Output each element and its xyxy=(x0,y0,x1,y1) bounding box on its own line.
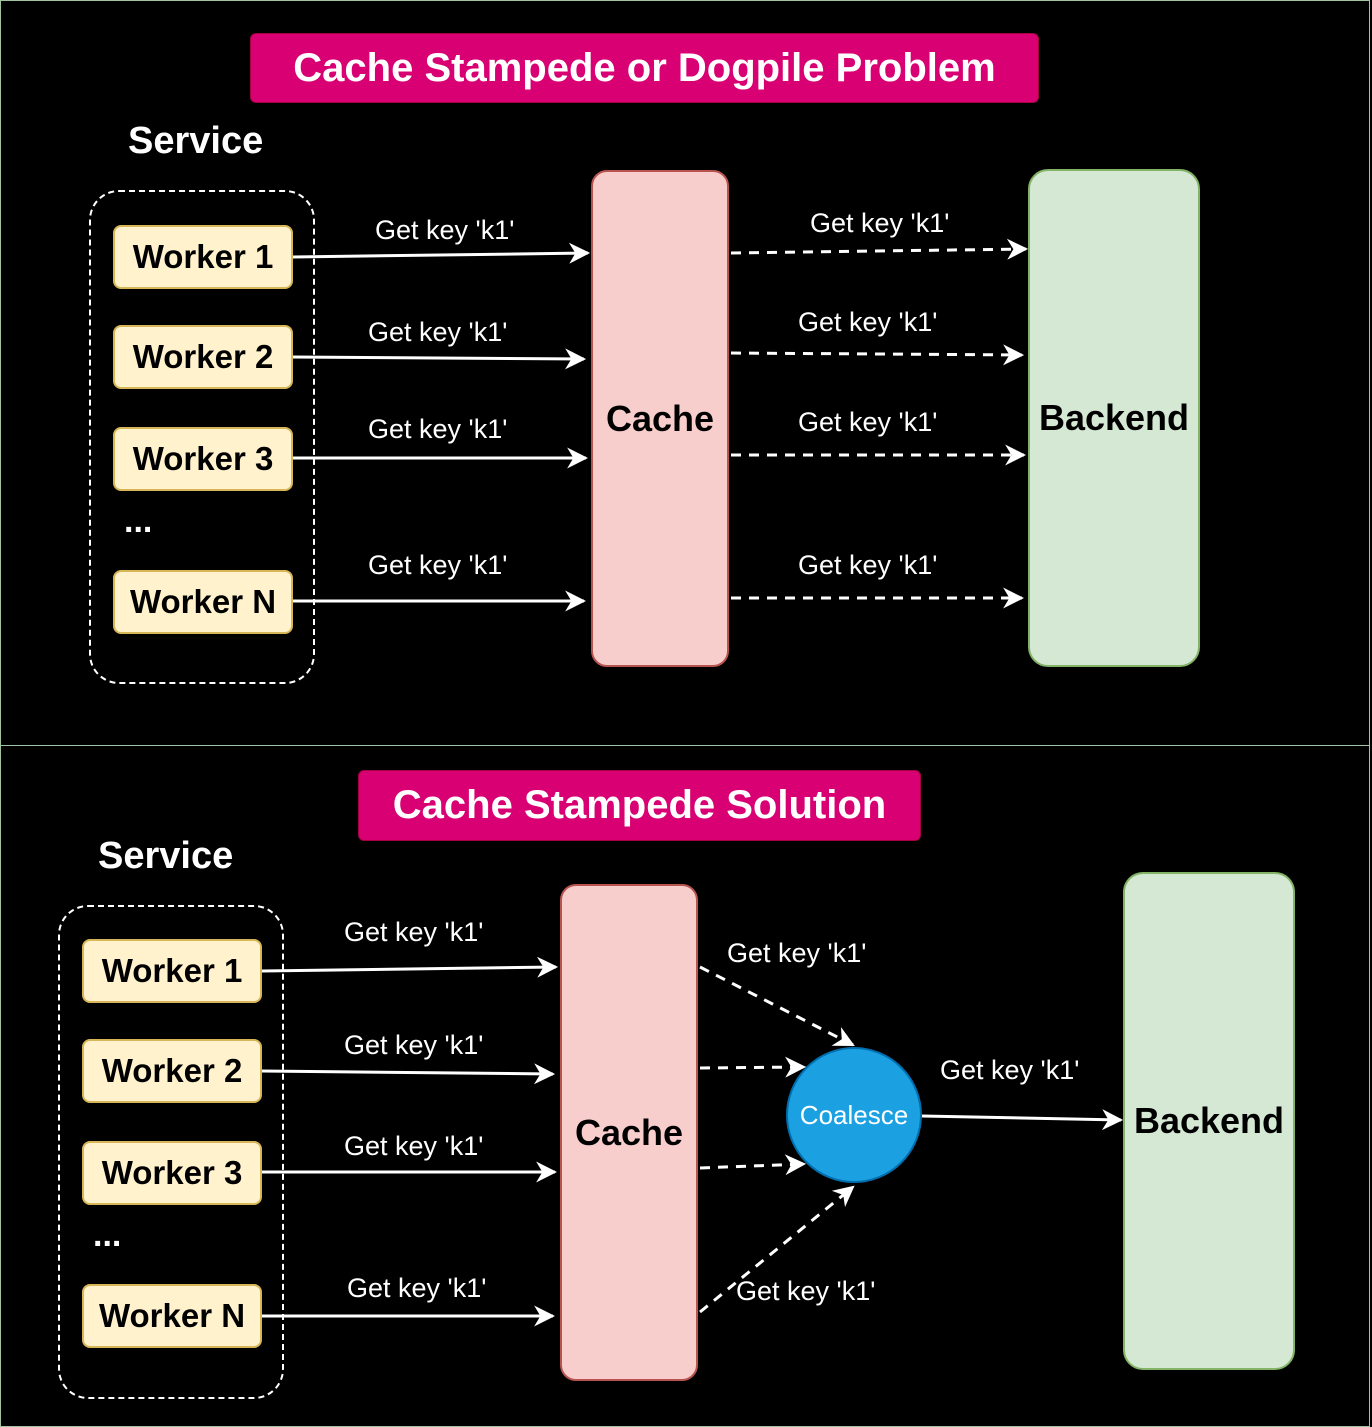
backend: Backend xyxy=(1028,169,1200,667)
service-group xyxy=(89,190,315,684)
service-group xyxy=(58,905,284,1399)
worker-1: Worker 1 xyxy=(82,939,262,1003)
edge-label-worker1-cache: Get key 'k1' xyxy=(375,215,515,245)
edge-label-worker3-cache: Get key 'k1' xyxy=(344,1131,484,1161)
service-label: Service xyxy=(128,120,264,162)
edge-label-worker1-cache: Get key 'k1' xyxy=(344,917,484,947)
edge-label-cache-coalesce-bottom: Get key 'k1' xyxy=(736,1276,876,1306)
worker-3: Worker 3 xyxy=(82,1141,262,1205)
edge-label-cache-backend-1: Get key 'k1' xyxy=(810,208,950,238)
edge-label-workern-cache: Get key 'k1' xyxy=(347,1273,487,1303)
problem-title: Cache Stampede or Dogpile Problem xyxy=(250,33,1039,103)
backend: Backend xyxy=(1123,872,1295,1370)
workers-ellipsis: ... xyxy=(93,1216,122,1254)
edge-label-cache-backend-3: Get key 'k1' xyxy=(798,407,938,437)
worker-3: Worker 3 xyxy=(113,427,293,491)
edge-label-cache-backend-n: Get key 'k1' xyxy=(798,550,938,580)
cache: Cache xyxy=(560,884,698,1381)
edge-label-workern-cache: Get key 'k1' xyxy=(368,550,508,580)
edge-label-cache-coalesce-top: Get key 'k1' xyxy=(727,938,867,968)
edge-label-coalesce-backend: Get key 'k1' xyxy=(940,1055,1080,1085)
edge-label-worker3-cache: Get key 'k1' xyxy=(368,414,508,444)
edge-label-cache-backend-2: Get key 'k1' xyxy=(798,307,938,337)
cache: Cache xyxy=(591,170,729,667)
worker-2: Worker 2 xyxy=(82,1039,262,1103)
edge-label-worker2-cache: Get key 'k1' xyxy=(368,317,508,347)
service-label: Service xyxy=(98,835,234,877)
worker-n: Worker N xyxy=(113,570,293,634)
worker-1: Worker 1 xyxy=(113,225,293,289)
workers-ellipsis: ... xyxy=(124,502,153,540)
edge-label-worker2-cache: Get key 'k1' xyxy=(344,1030,484,1060)
coalesce: Coalesce xyxy=(786,1047,922,1183)
solution-title: Cache Stampede Solution xyxy=(358,770,921,841)
worker-2: Worker 2 xyxy=(113,325,293,389)
worker-n: Worker N xyxy=(82,1284,262,1348)
